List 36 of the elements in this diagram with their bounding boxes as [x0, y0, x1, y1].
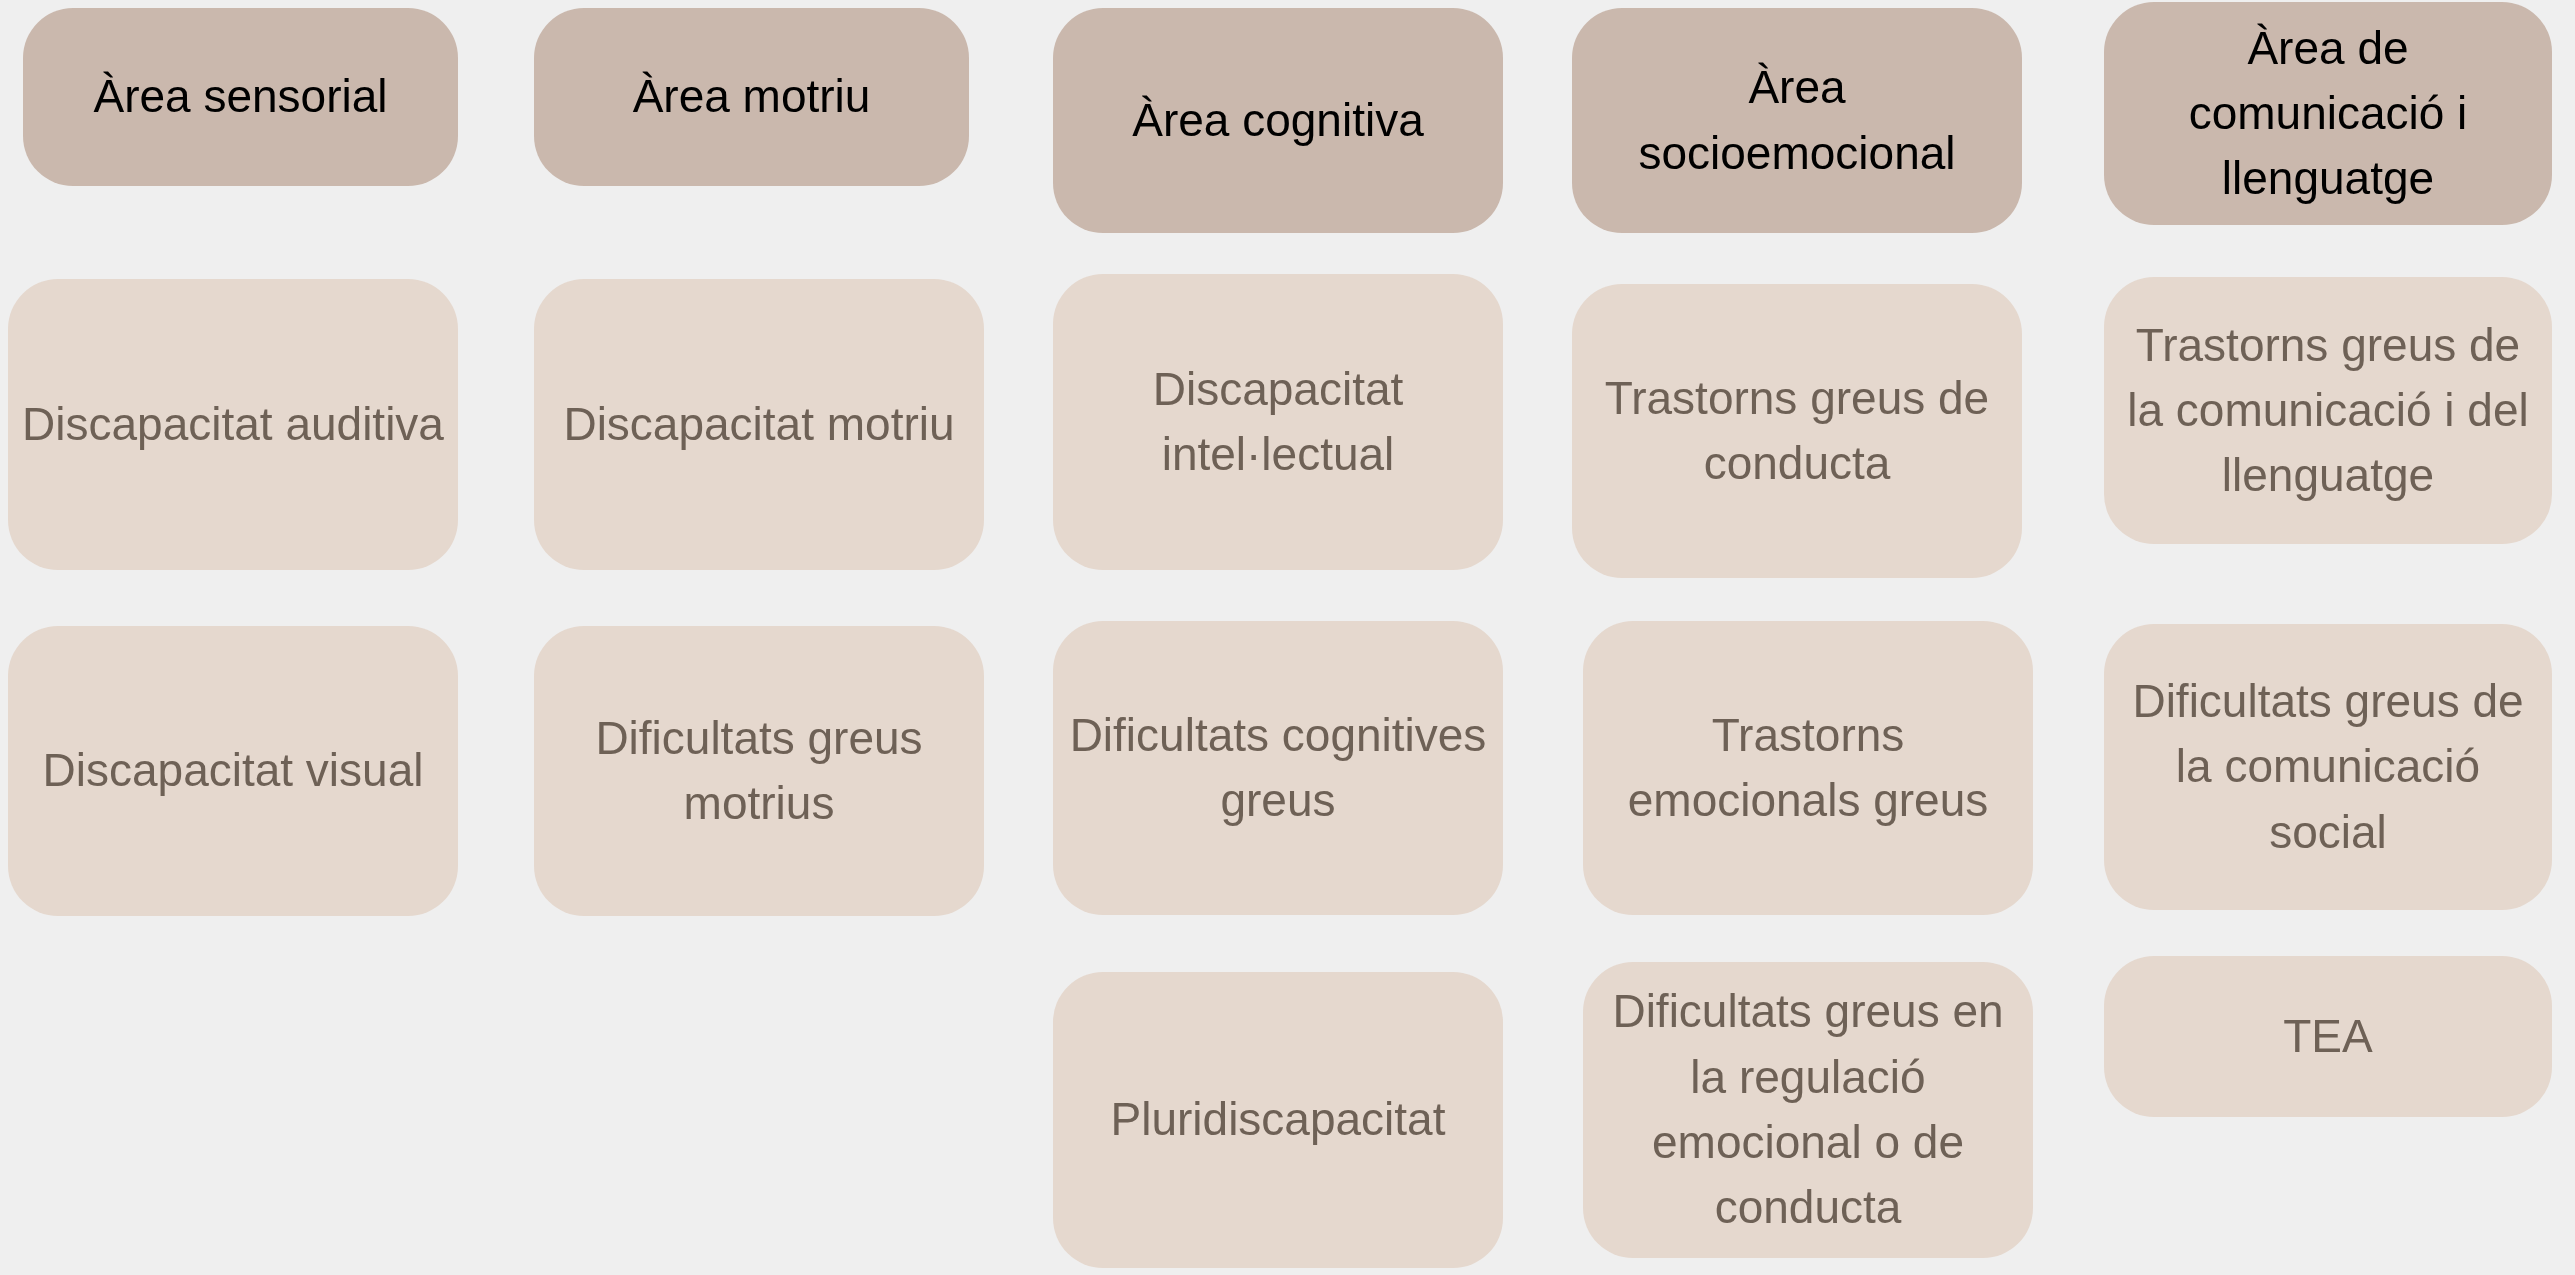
category-label: Àrea de comunicació i llenguatge [2187, 20, 2469, 207]
category-label: TEA [2283, 1008, 2373, 1064]
category-label: Àrea motriu [632, 69, 871, 125]
category-card [1572, 284, 2022, 578]
category-label: Discapacitat visual [42, 743, 424, 799]
category-label: Discapacitat intel·lectual [1151, 361, 1405, 482]
category-label: Trastorns greus de la comunicació i del llenguatge [2126, 317, 2530, 504]
category-card [8, 279, 458, 570]
category-card [2104, 624, 2552, 910]
category-card [534, 626, 984, 916]
category-label: Dificultats cognitives greus [1068, 707, 1488, 828]
category-header [2104, 2, 2552, 225]
category-card [1583, 621, 2033, 915]
category-label: Àrea cognitiva [1132, 92, 1424, 148]
category-header [534, 8, 969, 186]
category-card [1053, 972, 1503, 1268]
category-card [8, 626, 458, 916]
category-label: Trastorns greus de conducta [1603, 370, 1991, 491]
category-label: Dificultats greus de la comunicació social [2131, 674, 2525, 860]
category-label: Pluridiscapacitat [1110, 1092, 1446, 1148]
category-card [1053, 621, 1503, 915]
category-card [1053, 274, 1503, 570]
category-label: Trastorns emocionals greus [1626, 707, 1990, 828]
category-label: Àrea socioemocional [1637, 60, 1957, 181]
category-header [23, 8, 458, 186]
category-header [1572, 8, 2022, 233]
category-card [2104, 277, 2552, 544]
category-card [2104, 956, 2552, 1117]
category-label: Discapacitat motriu [563, 396, 955, 452]
category-label: Dificultats greus motrius [594, 710, 924, 831]
category-label: Àrea sensorial [93, 69, 388, 125]
category-card [1583, 962, 2033, 1258]
category-header [1053, 8, 1503, 233]
category-label: Discapacitat auditiva [22, 396, 444, 452]
category-card [534, 279, 984, 570]
category-label: Dificultats greus en la regulació emocional o de conducta [1611, 984, 2005, 1236]
